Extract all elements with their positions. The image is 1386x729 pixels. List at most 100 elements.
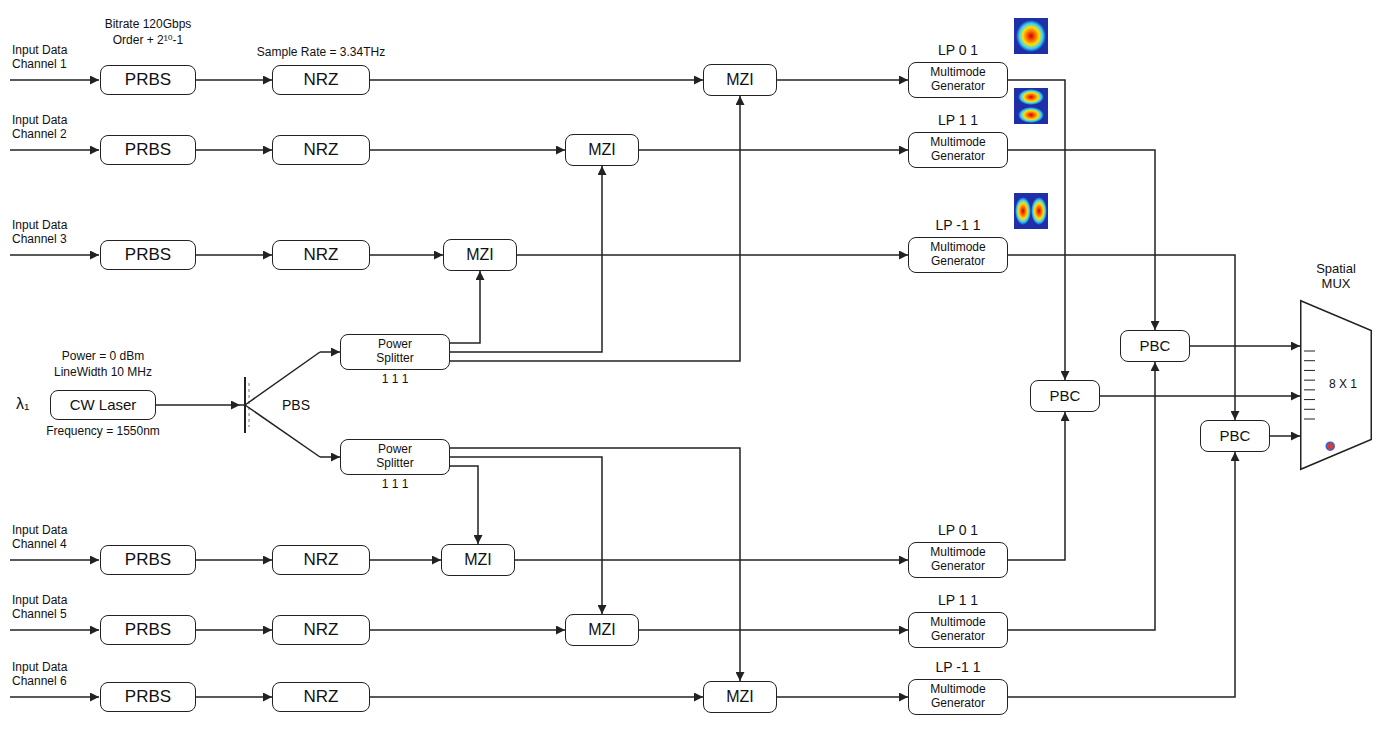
mzi-modulator-box: MZI bbox=[565, 134, 639, 166]
node-text: PRBS bbox=[125, 140, 171, 160]
signal-connector bbox=[370, 696, 703, 698]
node-text: MZI bbox=[726, 71, 754, 89]
signal-connector bbox=[1100, 395, 1300, 397]
mzi-modulator-box: MZI bbox=[443, 239, 517, 271]
node-text: NRZ bbox=[304, 687, 339, 707]
node-text: MZI bbox=[466, 246, 494, 264]
node-text: CW Laser bbox=[70, 396, 137, 413]
signal-connector bbox=[196, 149, 272, 151]
signal-connector bbox=[450, 466, 478, 544]
input-arrow bbox=[10, 559, 99, 561]
signal-connector bbox=[196, 254, 272, 256]
pbc-box: PBC bbox=[1200, 420, 1270, 452]
mzi-modulator-box: MZI bbox=[565, 614, 639, 646]
node-text: NRZ bbox=[304, 620, 339, 640]
prbs-box: PRBS bbox=[100, 545, 196, 575]
multimode-generator-box: Multimode Generator bbox=[908, 62, 1008, 98]
mux-label: Spatial MUX bbox=[1304, 262, 1368, 292]
prbs-box: PRBS bbox=[100, 135, 196, 165]
input-label: Input Data Channel 4 bbox=[12, 524, 76, 552]
input-arrow bbox=[10, 629, 99, 631]
multimode-generator-box: Multimode Generator bbox=[908, 132, 1008, 168]
input-arrow bbox=[10, 149, 99, 151]
prbs-box: PRBS bbox=[100, 240, 196, 270]
node-text: PBC bbox=[1050, 387, 1081, 404]
node-text: PRBS bbox=[125, 550, 171, 570]
split-ratio: 1 1 1 bbox=[355, 478, 435, 492]
input-label: Input Data Channel 3 bbox=[12, 219, 76, 247]
nrz-box: NRZ bbox=[272, 240, 370, 270]
node-text: PRBS bbox=[125, 70, 171, 90]
sample-rate-note: Sample Rate = 3.34THz bbox=[236, 46, 406, 60]
input-arrow bbox=[10, 79, 99, 81]
node-text: PBC bbox=[1220, 427, 1251, 444]
node-text: Multimode Generator bbox=[918, 616, 998, 644]
node-text: MZI bbox=[588, 141, 616, 159]
node-text: NRZ bbox=[304, 70, 339, 90]
signal-connector bbox=[777, 79, 908, 81]
signal-connector bbox=[1008, 452, 1235, 697]
node-text: PBC bbox=[1140, 337, 1171, 354]
signal-connector bbox=[156, 404, 240, 406]
node-text: PRBS bbox=[125, 245, 171, 265]
node-text: MZI bbox=[588, 621, 616, 639]
node-text: Power Splitter bbox=[360, 443, 430, 471]
signal-connector bbox=[515, 559, 908, 561]
laser-linewidth-note: LineWidth 10 MHz bbox=[28, 366, 178, 380]
mode-profile-lp11 bbox=[1014, 88, 1048, 124]
node-text: 8 X 1 bbox=[1329, 378, 1357, 392]
node-text: NRZ bbox=[304, 140, 339, 160]
mode-profile-lp01 bbox=[1014, 18, 1048, 54]
laser-power-note: Power = 0 dBm bbox=[28, 350, 178, 364]
signal-connector bbox=[450, 166, 602, 352]
pbc-box: PBC bbox=[1120, 330, 1190, 362]
order-note: Order + 2¹⁰-1 bbox=[68, 34, 228, 48]
laser-frequency-note: Frequency = 1550nm bbox=[23, 425, 183, 439]
signal-connector bbox=[639, 629, 908, 631]
node-text: Multimode Generator bbox=[918, 136, 998, 164]
node-text: Power Splitter bbox=[360, 338, 430, 366]
signal-connector bbox=[320, 456, 340, 458]
signal-connector bbox=[196, 79, 272, 81]
nrz-box: NRZ bbox=[272, 135, 370, 165]
multimode-generator-box: Multimode Generator bbox=[908, 612, 1008, 648]
signal-connector bbox=[1008, 412, 1065, 560]
signal-connector bbox=[370, 559, 441, 561]
nrz-box: NRZ bbox=[272, 615, 370, 645]
signal-connector bbox=[450, 457, 602, 614]
node-text: NRZ bbox=[304, 550, 339, 570]
nrz-box: NRZ bbox=[272, 65, 370, 95]
node-text: PBS bbox=[282, 397, 310, 413]
mode-label: LP -1 1 bbox=[913, 217, 1003, 233]
signal-connector bbox=[777, 696, 908, 698]
mzi-modulator-box: MZI bbox=[703, 64, 777, 96]
node-text: Multimode Generator bbox=[918, 241, 998, 269]
prbs-box: PRBS bbox=[100, 682, 196, 712]
input-arrow bbox=[10, 254, 99, 256]
signal-connector bbox=[196, 696, 272, 698]
mode-label: LP 0 1 bbox=[913, 522, 1003, 538]
mzi-modulator-box: MZI bbox=[441, 544, 515, 576]
power-splitter-box: Power Splitter bbox=[340, 334, 450, 370]
node-text: NRZ bbox=[304, 245, 339, 265]
signal-connector bbox=[196, 559, 272, 561]
node-text: Multimode Generator bbox=[918, 546, 998, 574]
node-text: Multimode Generator bbox=[918, 683, 998, 711]
laser-box: CW Laser bbox=[50, 390, 156, 420]
multimode-generator-box: Multimode Generator bbox=[908, 237, 1008, 273]
signal-connector bbox=[370, 254, 443, 256]
bitrate-note: Bitrate 120Gbps bbox=[68, 18, 228, 32]
node-text: MZI bbox=[464, 551, 492, 569]
mode-label: LP 1 1 bbox=[913, 112, 1003, 128]
input-arrow bbox=[10, 696, 99, 698]
input-label: Input Data Channel 1 bbox=[12, 44, 76, 72]
mode-label: LP -1 1 bbox=[913, 659, 1003, 675]
signal-connector bbox=[370, 79, 703, 81]
node-text: PRBS bbox=[125, 687, 171, 707]
signal-connector bbox=[1008, 150, 1155, 330]
signal-connector bbox=[370, 149, 565, 151]
node-text: Multimode Generator bbox=[918, 66, 998, 94]
